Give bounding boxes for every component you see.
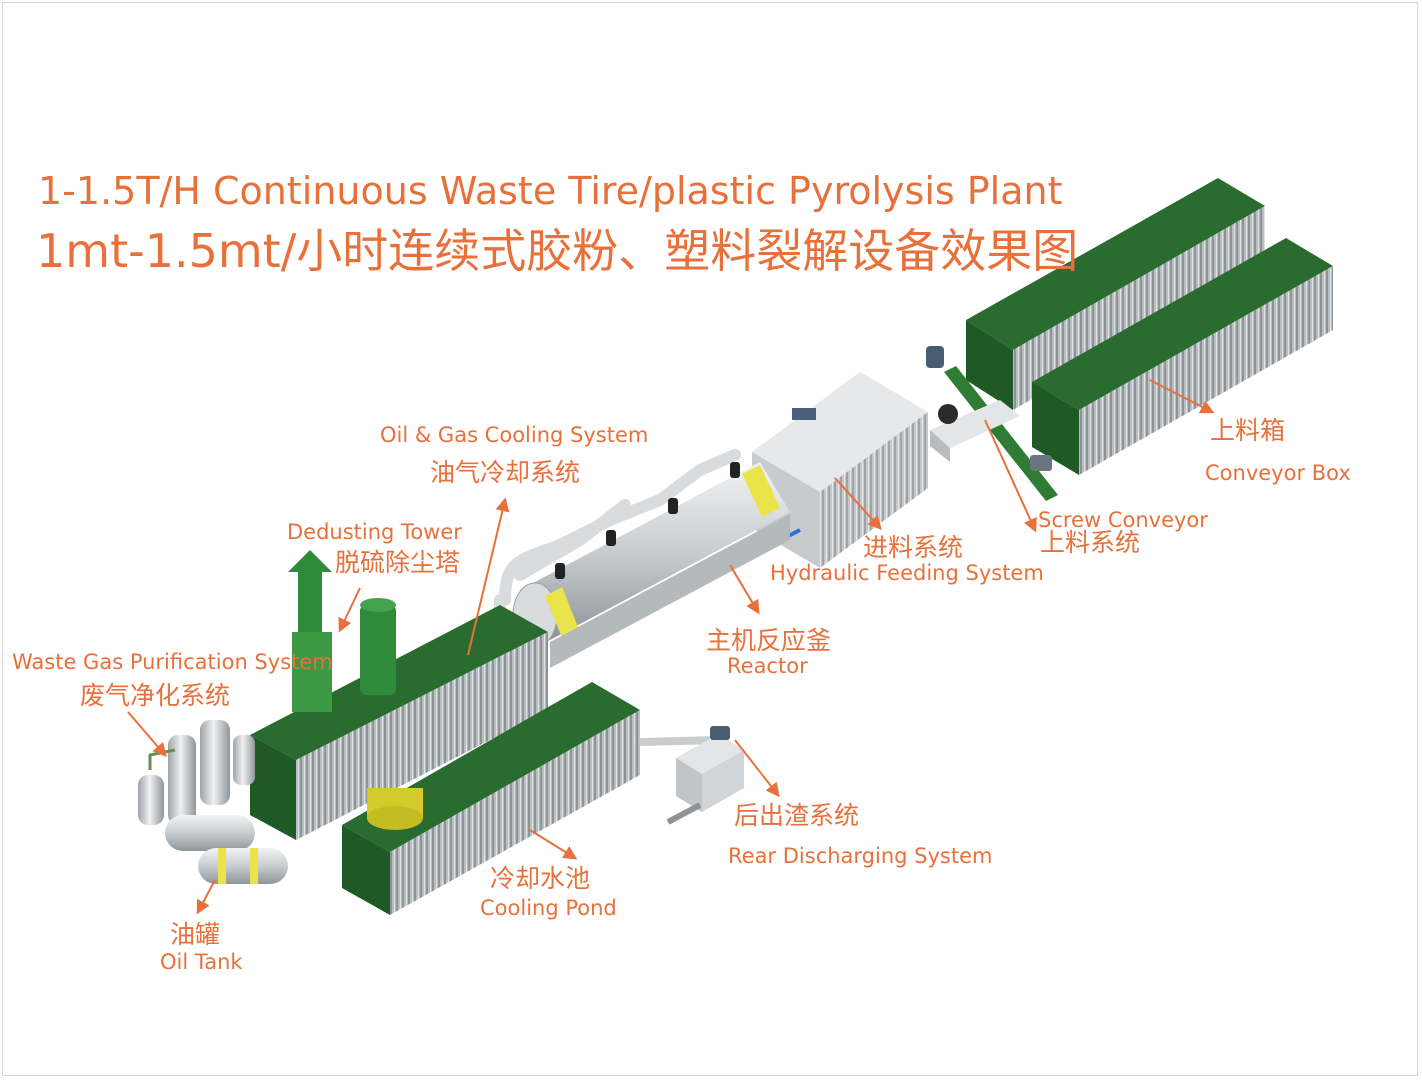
title-english: 1-1.5T/H Continuous Waste Tire/plastic P… (38, 169, 1063, 213)
label-feeding-en: Hydraulic Feeding System (770, 561, 1044, 585)
purification-tanks (138, 720, 288, 884)
rear-discharge-unit (639, 726, 744, 825)
label-screw-cn: 上料系统 (1040, 528, 1141, 557)
label-conveyor-box-en: Conveyor Box (1205, 461, 1351, 485)
label-screw-en: Screw Conveyor (1038, 508, 1208, 532)
label-reactor-en: Reactor (727, 654, 808, 678)
screw-conveyor (926, 346, 1058, 501)
label-oil-gas-cooling-cn: 油气冷却系统 (430, 458, 581, 487)
label-dedusting-en: Dedusting Tower (287, 520, 462, 544)
label-cooling-pond-en: Cooling Pond (480, 896, 617, 920)
title-chinese: 1mt-1.5mt/小时连续式胶粉、塑料裂解设备效果图 (36, 224, 1079, 278)
label-cooling-pond-cn: 冷却水池 (490, 864, 591, 893)
dedusting-tower (288, 550, 396, 712)
label-waste-gas-cn: 废气净化系统 (80, 681, 231, 710)
label-oil-tank-en: Oil Tank (160, 950, 243, 974)
label-oil-tank-cn: 油罐 (170, 920, 221, 949)
condenser-row (250, 605, 548, 840)
main-reactor (512, 462, 801, 668)
label-reactor-cn: 主机反应釜 (706, 626, 832, 655)
callout-arrows (127, 379, 1215, 915)
label-feeding-cn: 进料系统 (863, 533, 964, 562)
cooling-pond-box (342, 682, 640, 915)
label-conveyor-box-cn: 上料箱 (1210, 416, 1286, 445)
label-oil-gas-cooling-en: Oil & Gas Cooling System (380, 423, 649, 447)
label-dedusting-cn: 脱硫除尘塔 (335, 548, 461, 577)
conveyor-box-front (1032, 238, 1333, 475)
label-rear-discharge-cn: 后出渣系统 (734, 801, 860, 830)
label-rear-discharge-en: Rear Discharging System (728, 844, 993, 868)
label-waste-gas-en: Waste Gas Purification System (12, 650, 333, 674)
